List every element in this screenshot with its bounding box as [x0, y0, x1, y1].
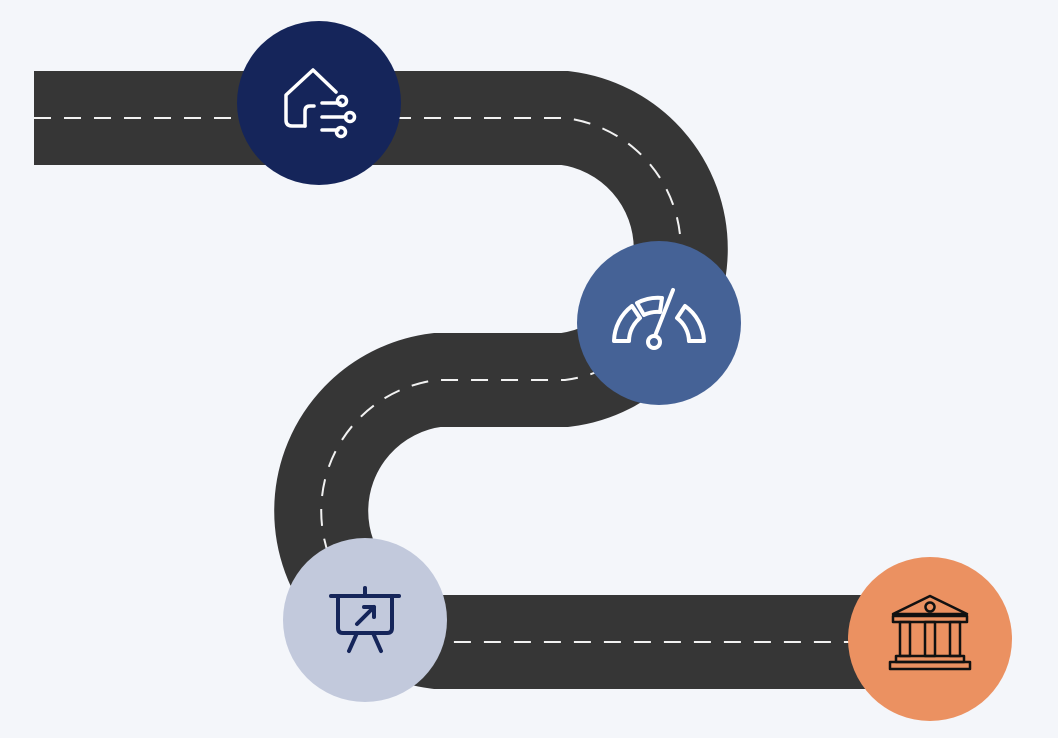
milestone-1-circle: [237, 21, 401, 185]
milestone-3: [283, 538, 447, 702]
milestone-3-circle: [283, 538, 447, 702]
smart-home-icon: [284, 68, 357, 139]
milestone-1: [237, 21, 401, 185]
milestone-4: [848, 557, 1012, 721]
speedometer-icon: [612, 288, 706, 350]
milestone-4-circle: [848, 557, 1012, 721]
presentation-growth-icon: [329, 586, 401, 653]
milestone-2: [577, 241, 741, 405]
bank-building-icon: [888, 594, 972, 671]
road-center-line: [34, 117, 915, 643]
